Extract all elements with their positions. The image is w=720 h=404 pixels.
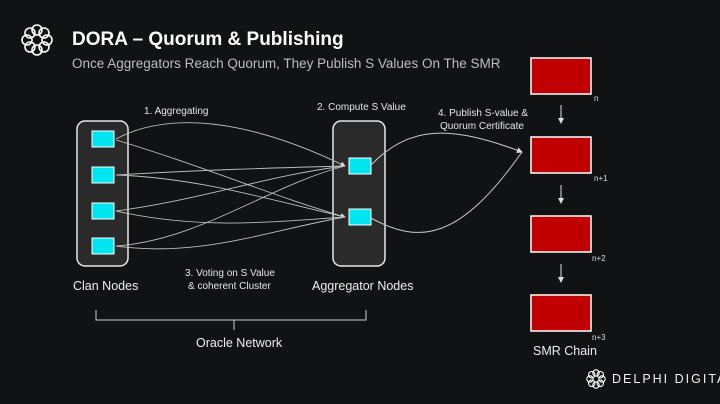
- step-1-label: 1. Aggregating: [144, 106, 209, 117]
- aggregator-node: [348, 208, 372, 226]
- oracle-network-label: Oracle Network: [196, 336, 283, 350]
- block-label-n2: n+2: [592, 254, 606, 263]
- clan-nodes-container: [76, 120, 129, 267]
- step-3-label-line1: 3. Voting on S Value: [185, 268, 275, 279]
- chain-block-n: [530, 57, 592, 95]
- step-2-label: 2. Compute S Value: [317, 102, 406, 113]
- chain-block-n3: [530, 294, 592, 332]
- block-label-n3: n+3: [592, 333, 606, 342]
- aggregator-node: [348, 157, 372, 175]
- delphi-brand-icon: [586, 369, 606, 389]
- aggregation-connections: [115, 122, 346, 250]
- page-subtitle: Once Aggregators Reach Quorum, They Publ…: [72, 56, 501, 71]
- clan-node: [91, 202, 115, 220]
- smr-chain-label: SMR Chain: [533, 344, 597, 358]
- step-4-label-line1: 4. Publish S-value &: [438, 108, 529, 119]
- page-title: DORA – Quorum & Publishing: [72, 29, 344, 50]
- clan-node: [91, 237, 115, 255]
- step-4-label-line2: Quorum Certificate: [440, 121, 524, 132]
- brand-name: DELPHI DIGITAL: [612, 372, 720, 386]
- block-label-n1: n+1: [594, 174, 608, 183]
- clan-node: [91, 130, 115, 148]
- block-label-n: n: [594, 94, 599, 103]
- publish-connections: [370, 132, 523, 233]
- step-3-label-line2: & coherent Cluster: [188, 281, 271, 292]
- clan-nodes-label: Clan Nodes: [73, 279, 139, 293]
- aggregator-nodes-container: [332, 120, 386, 267]
- chain-block-n1: [530, 136, 592, 174]
- chain-block-n2: [530, 215, 592, 253]
- aggregator-nodes-label: Aggregator Nodes: [312, 279, 414, 293]
- oracle-network-bracket: [95, 310, 367, 330]
- clan-node: [91, 166, 115, 184]
